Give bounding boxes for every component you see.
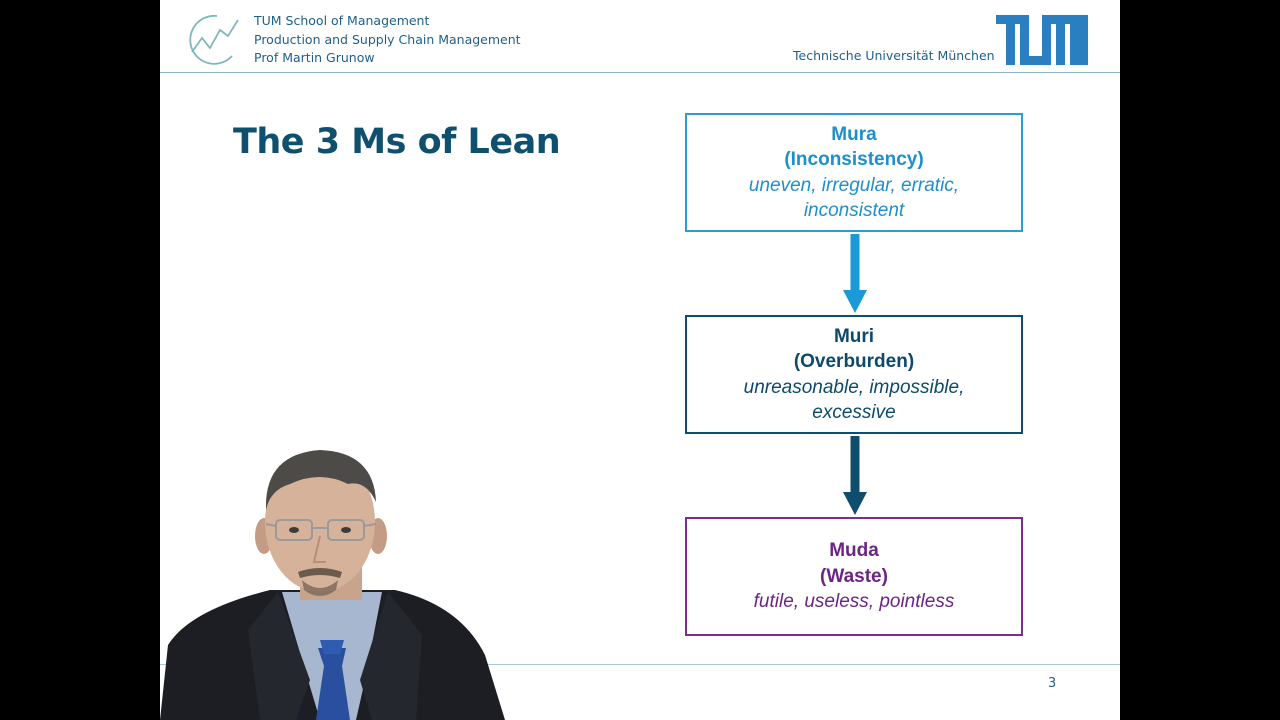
muda-subtitle: (Waste) [820,565,888,587]
school-name: TUM School of Management [254,13,430,28]
presenter-video-overlay [160,440,520,720]
header-institution: TUM School of Management Production and … [254,12,521,68]
tum-logo [996,15,1088,65]
muri-name: Muri [833,325,875,347]
slide: TUM School of Management Production and … [160,0,1120,720]
muda-name: Muda [829,540,879,562]
tum-chart-logo-icon [184,12,242,68]
mura-subtitle: (Inconsistency) [784,149,924,170]
muri-description: unreasonable, impossible, excessive [743,376,965,424]
mura-box: Mura (Inconsistency) uneven, irregular, … [685,113,1023,232]
muda-description: futile, useless, pointless [753,591,955,613]
university-name: Technische Universität München [793,48,995,63]
arrow-down-icon [843,234,867,314]
arrow-down-icon [843,436,867,516]
muri-box: Muri (Overburden) unreasonable, impossib… [685,315,1023,434]
muda-box: Muda (Waste) futile, useless, pointless [685,517,1023,636]
chair-name: Production and Supply Chain Management [254,31,521,47]
page-number: 3 [1048,676,1057,691]
header-divider [160,72,1120,73]
mura-name: Mura [831,123,877,145]
mura-description: uneven, irregular, erratic, inconsistent [748,174,960,222]
professor-name: Prof Martin Grunow [254,50,375,65]
muri-subtitle: (Overburden) [793,351,915,372]
page-title: The 3 Ms of Lean [233,122,561,162]
footer-divider [160,664,1120,665]
